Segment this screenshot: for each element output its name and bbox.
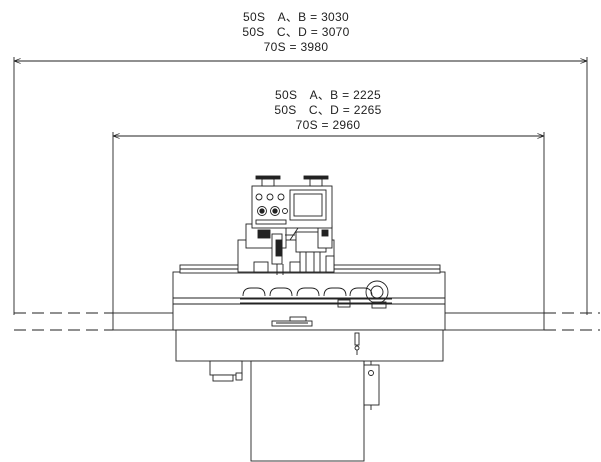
cutter-heads (240, 280, 392, 309)
overall-width-label-50s-ab: 50S A、B = 3030 (243, 10, 349, 24)
table-width-label-50s-ab: 50S A、B = 2225 (275, 88, 381, 102)
table-width-label-70s: 70S = 2960 (295, 118, 361, 132)
spindle-assembly (237, 223, 335, 275)
main-table (112, 264, 545, 331)
table-width-label-50s-cd: 50S C、D = 2265 (274, 103, 382, 117)
overall-width-label-70s: 70S = 3980 (263, 40, 329, 54)
front-handle (271, 316, 360, 355)
control-panel (251, 175, 333, 229)
extension-rails-right (544, 312, 600, 331)
table-dimension-line (112, 132, 545, 313)
overall-dimension-line (13, 57, 588, 315)
lower-cabinet (175, 329, 444, 462)
extension-rails-left (14, 312, 113, 331)
overall-width-label-50s-cd: 50S C、D = 3070 (242, 25, 350, 39)
